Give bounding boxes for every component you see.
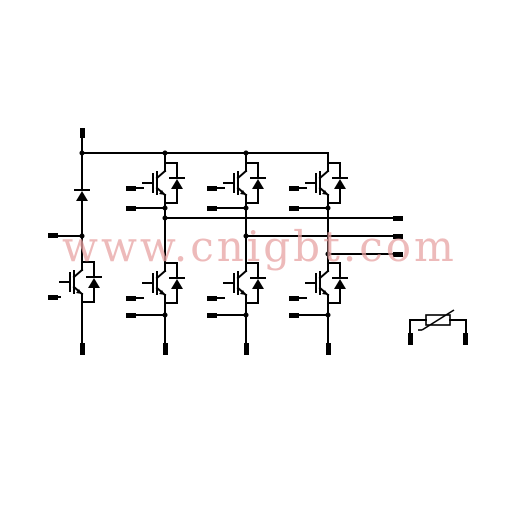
phase-w-high-igbt: [305, 162, 348, 204]
phase-w-low-gate: [289, 296, 299, 301]
phase-v-leg: [207, 152, 266, 355]
phase-u-high-gate: [126, 186, 136, 191]
ntc-terminal-left: [408, 333, 413, 345]
phase-u-low-igbt: [142, 262, 185, 304]
phase-u-low-terminal: [163, 343, 168, 355]
brake-igbt: [59, 261, 102, 303]
brake-leg: [48, 128, 102, 355]
phase-w-high-gate: [289, 186, 299, 191]
phase-v-low-gate: [207, 296, 217, 301]
brake-gate-terminal: [48, 295, 58, 300]
ntc-terminal-right: [463, 333, 468, 345]
terminal-out-u: [393, 216, 403, 221]
phase-u-high-igbt: [142, 162, 185, 204]
phase-v-high-igbt: [223, 162, 266, 204]
terminal-brake-left: [48, 233, 58, 238]
phase-w-low-igbt: [305, 262, 348, 304]
phase-u-low-aux: [126, 313, 136, 318]
phase-v-low-aux: [207, 313, 217, 318]
phase-u-high-aux: [126, 206, 136, 211]
phase-v-low-terminal: [244, 343, 249, 355]
terminal-out-w: [393, 252, 403, 257]
terminal-bottom-left: [80, 343, 85, 355]
phase-u-low-gate: [126, 296, 136, 301]
terminal-out-v: [393, 234, 403, 239]
phase-w-low-terminal: [326, 343, 331, 355]
phase-outputs: [164, 216, 403, 257]
phase-v-high-aux: [207, 206, 217, 211]
phase-w-high-aux: [289, 206, 299, 211]
phase-w-leg: [289, 152, 348, 355]
phase-u-leg: [126, 152, 185, 355]
phase-v-low-igbt: [223, 262, 266, 304]
terminal-top-left: [80, 128, 85, 138]
ntc-thermistor: [408, 309, 468, 345]
phase-v-high-gate: [207, 186, 217, 191]
phase-w-low-aux: [289, 313, 299, 318]
